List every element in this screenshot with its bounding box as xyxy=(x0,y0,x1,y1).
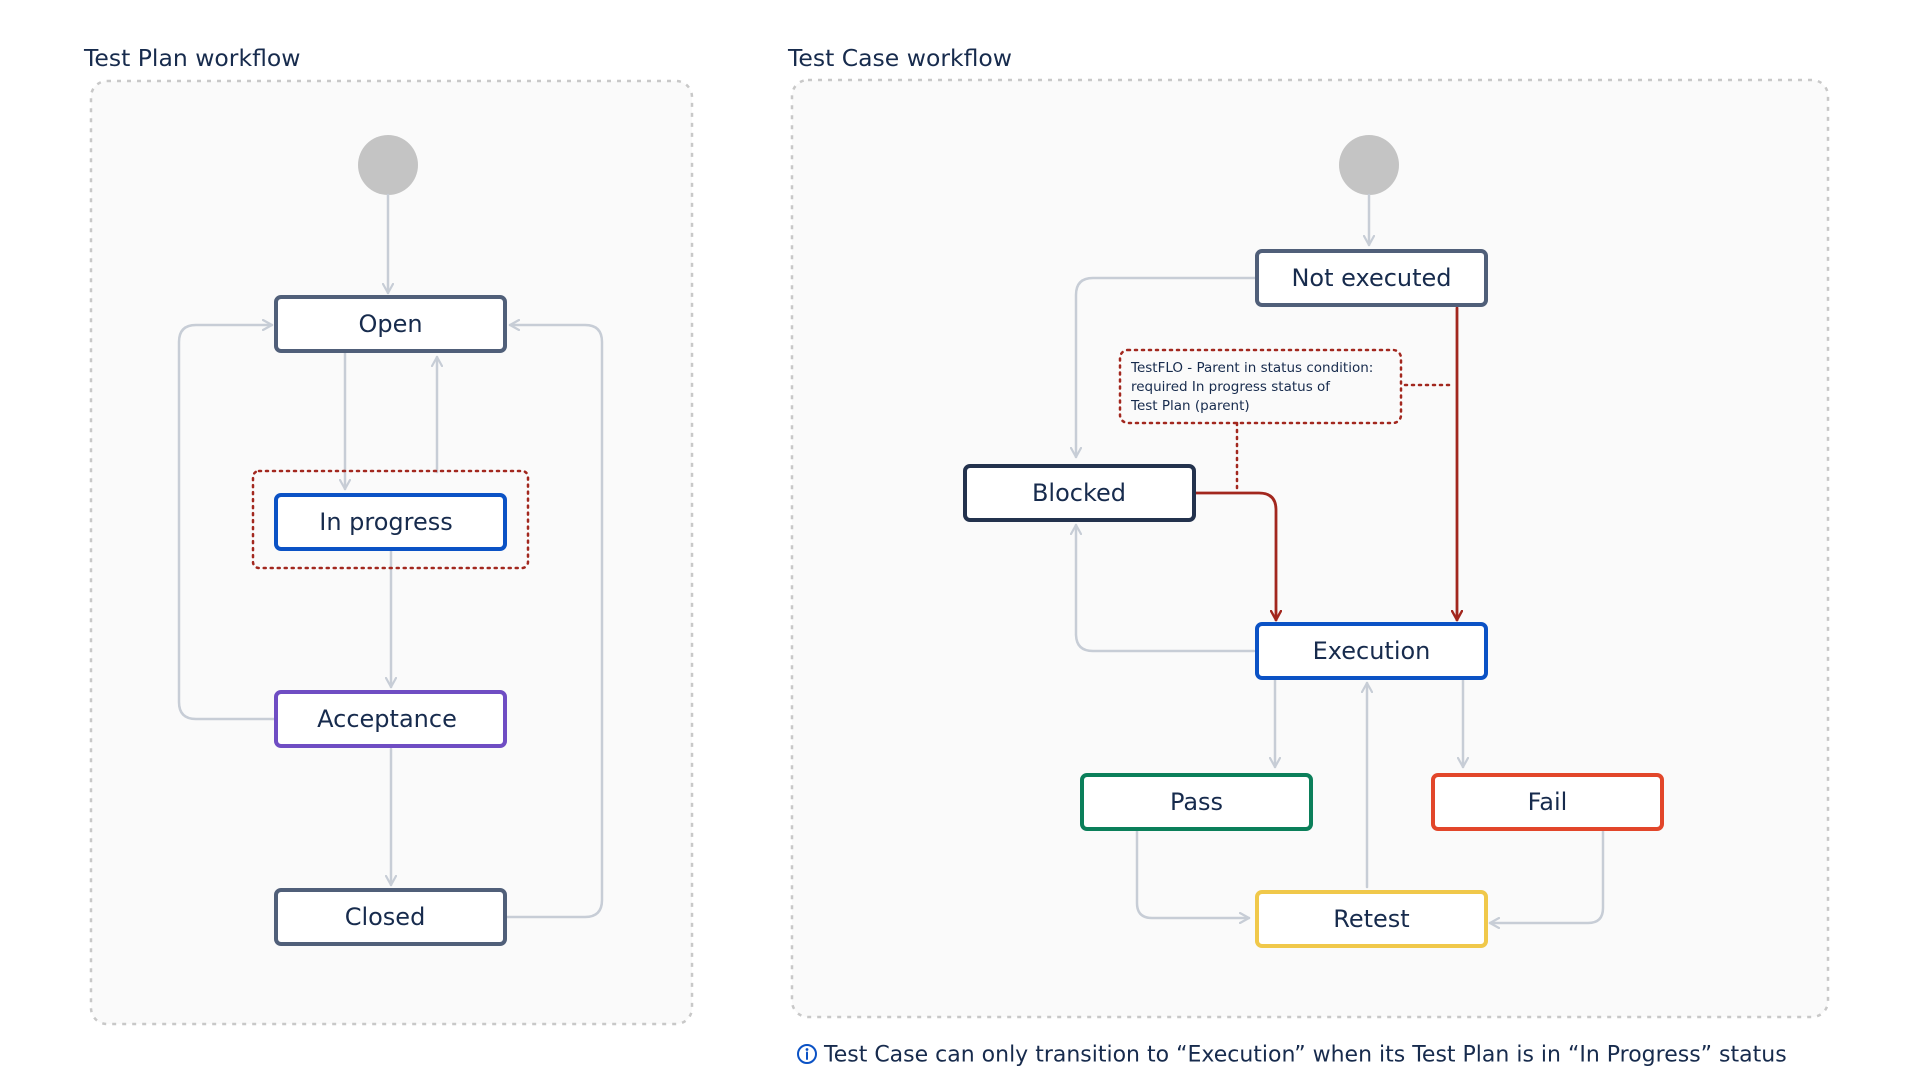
state-fail: Fail xyxy=(1431,773,1664,831)
edge-closed-to-open xyxy=(504,325,604,919)
state-execution-label: Execution xyxy=(1313,637,1431,665)
state-not-executed: Not executed xyxy=(1255,249,1488,307)
condition-line-1: TestFLO - Parent in status condition: xyxy=(1130,360,1373,376)
state-pass-box xyxy=(1080,773,1313,831)
state-open: Open xyxy=(274,295,507,353)
state-fail-box xyxy=(1431,773,1664,831)
state-in-progress-box xyxy=(274,493,507,551)
test-plan-section: Test Plan workflow Open In progress Acce… xyxy=(83,44,694,1026)
state-closed-box xyxy=(274,888,507,946)
test-plan-title: Test Plan workflow xyxy=(83,44,300,72)
test-case-title: Test Case workflow xyxy=(787,44,1012,72)
state-in-progress-label: In progress xyxy=(319,508,453,536)
state-pass-label: Pass xyxy=(1170,788,1223,816)
state-execution-box xyxy=(1255,622,1488,680)
condition-box-border xyxy=(1118,348,1403,425)
condition-highlight xyxy=(251,469,530,570)
condition-line-2: required In progress status of xyxy=(1131,379,1331,395)
edge-fail-to-retest xyxy=(1488,828,1605,923)
state-closed-label: Closed xyxy=(345,903,426,931)
condition-box: TestFLO - Parent in status condition: re… xyxy=(1118,348,1403,425)
state-execution: Execution xyxy=(1255,622,1488,680)
state-acceptance: Acceptance xyxy=(274,690,507,748)
footnote-text: Test Case can only transition to “Execut… xyxy=(823,1043,1787,1068)
edge-acceptance-to-open xyxy=(177,325,278,721)
test-case-start-node xyxy=(1339,135,1399,195)
state-open-label: Open xyxy=(358,310,422,338)
state-pass: Pass xyxy=(1080,773,1313,831)
test-plan-start-node xyxy=(358,135,418,195)
state-blocked: Blocked xyxy=(963,464,1196,522)
state-retest-box xyxy=(1255,890,1488,948)
state-acceptance-label: Acceptance xyxy=(317,705,457,733)
state-closed: Closed xyxy=(274,888,507,946)
edge-not-executed-to-blocked xyxy=(1076,276,1259,459)
test-case-panel xyxy=(790,78,1830,1019)
edge-blocked-to-execution xyxy=(1191,491,1276,622)
state-blocked-box xyxy=(963,464,1196,522)
footnote: Test Case can only transition to “Execut… xyxy=(797,1043,1787,1068)
state-retest: Retest xyxy=(1255,890,1488,948)
info-icon xyxy=(797,1044,817,1064)
edge-execution-to-blocked xyxy=(1076,523,1256,653)
state-not-executed-label: Not executed xyxy=(1291,264,1451,292)
edge-pass-to-retest xyxy=(1135,828,1251,918)
condition-line-3: Test Plan (parent) xyxy=(1130,398,1250,414)
state-blocked-label: Blocked xyxy=(1032,479,1126,507)
state-open-box xyxy=(274,295,507,353)
state-in-progress: In progress xyxy=(274,493,507,551)
test-case-section: Test Case workflow TestFLO - Parent in s… xyxy=(787,44,1830,1019)
state-acceptance-box xyxy=(274,690,507,748)
state-retest-label: Retest xyxy=(1333,905,1409,933)
state-not-executed-box xyxy=(1255,249,1488,307)
state-fail-label: Fail xyxy=(1528,788,1568,816)
